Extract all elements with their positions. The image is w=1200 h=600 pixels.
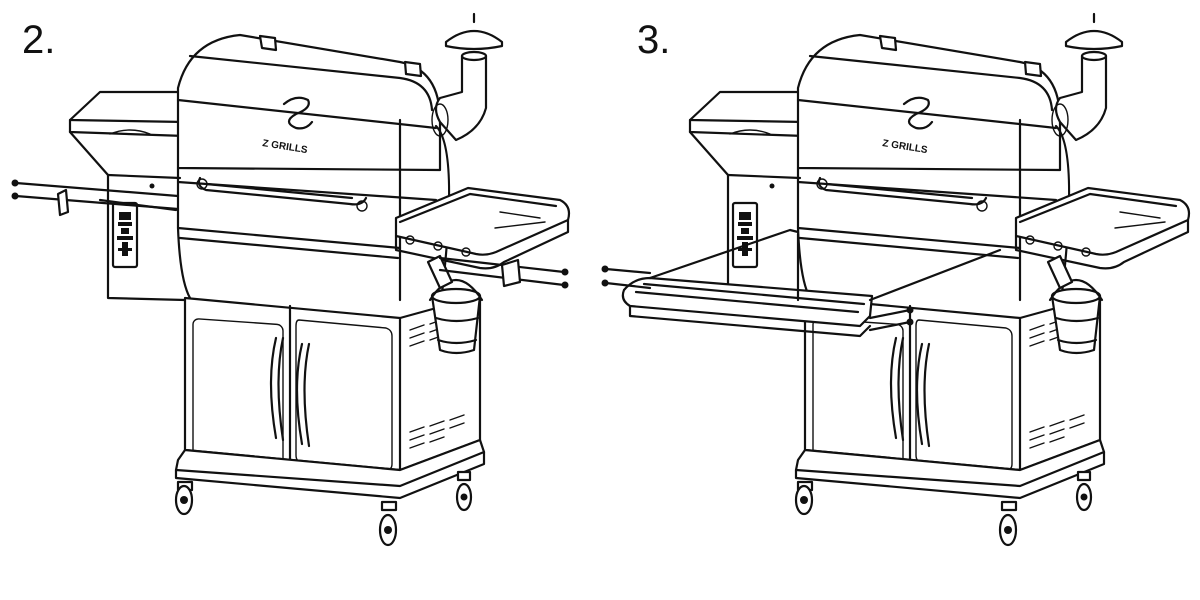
step-2-label: 2. — [22, 18, 56, 62]
front-shelf — [621, 228, 1002, 338]
right-bracket — [500, 258, 522, 288]
front-screws — [601, 265, 914, 332]
left-bracket — [56, 188, 70, 217]
step-3-label: 3. — [637, 18, 671, 62]
step-2-diagram — [11, 12, 571, 547]
step-3-diagram — [601, 12, 1191, 547]
